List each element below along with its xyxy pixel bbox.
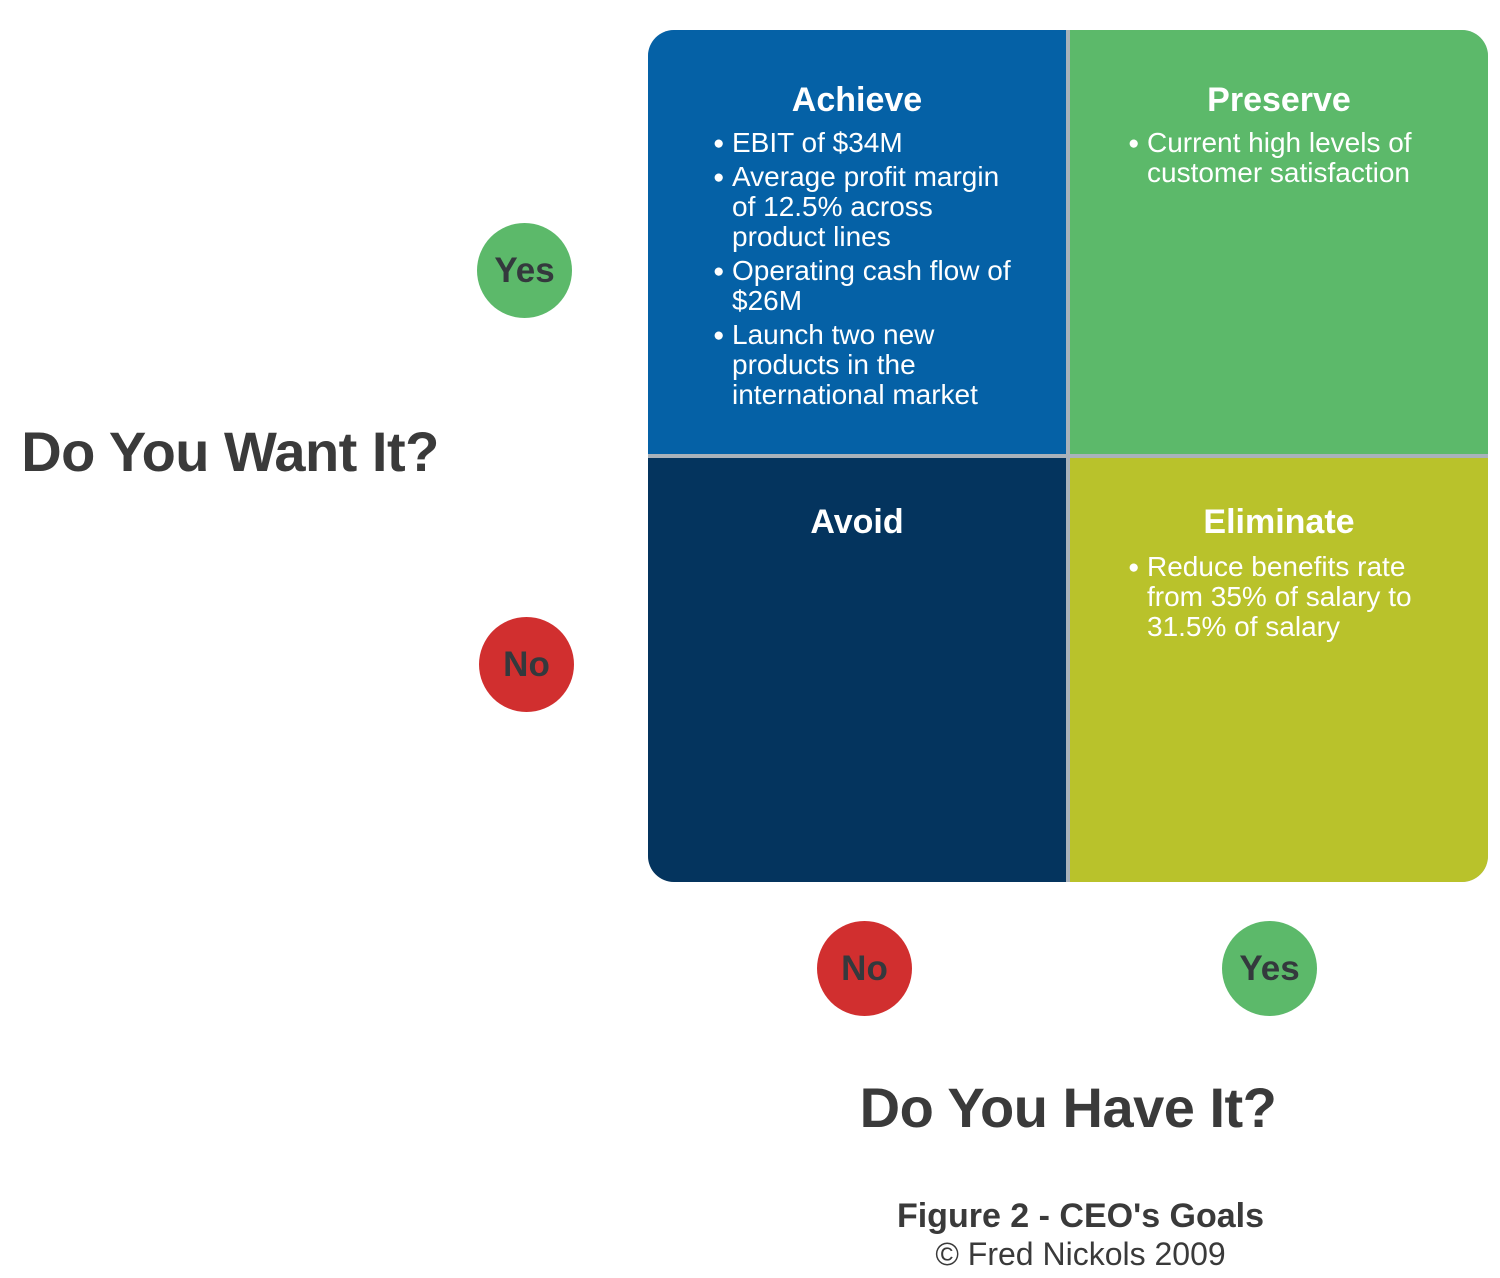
bullet-item: ● EBIT of $34M bbox=[713, 128, 1020, 158]
bullet-text: Launch two new products in the internati… bbox=[732, 319, 978, 410]
want-no-label: No bbox=[503, 644, 550, 684]
bullet-icon: ● bbox=[713, 325, 725, 346]
figure-caption: Figure 2 - CEO's Goals © Fred Nickols 20… bbox=[658, 1196, 1500, 1272]
bullet-item: ● Average profit margin of 12.5% across … bbox=[713, 162, 1020, 252]
bullet-text: EBIT of $34M bbox=[732, 127, 903, 158]
bullet-item: ● Launch two new products in the interna… bbox=[713, 320, 1020, 410]
have-no-badge: No bbox=[817, 921, 912, 1016]
quadrant-avoid-title: Avoid bbox=[810, 503, 904, 541]
quadrant-eliminate-title: Eliminate bbox=[1203, 503, 1355, 541]
caption-title: Figure 2 - CEO's Goals bbox=[896, 1197, 1265, 1235]
bullet-item: ● Operating cash flow of $26M bbox=[713, 256, 1020, 316]
want-axis-label: Do You Want It? bbox=[21, 420, 439, 483]
bullet-icon: ● bbox=[713, 133, 725, 154]
have-yes-badge: Yes bbox=[1222, 921, 1317, 1016]
quadrant-preserve: Preserve ● Current high levels of custom… bbox=[1070, 30, 1488, 454]
quadrant-preserve-bullets: ● Current high levels of customer satisf… bbox=[1070, 128, 1488, 188]
bullet-item: ● Reduce benefits rate from 35% of salar… bbox=[1128, 552, 1447, 642]
have-no-label: No bbox=[841, 948, 888, 988]
quadrant-eliminate: Eliminate ● Reduce benefits rate from 35… bbox=[1070, 458, 1488, 882]
bullet-item: ● Current high levels of customer satisf… bbox=[1128, 128, 1467, 188]
want-yes-label: Yes bbox=[494, 250, 555, 290]
bullet-text: Current high levels of customer satisfac… bbox=[1147, 127, 1412, 188]
have-axis-label: Do You Have It? bbox=[859, 1076, 1277, 1139]
bullet-text: Operating cash flow of $26M bbox=[732, 255, 1011, 316]
want-yes-badge: Yes bbox=[477, 223, 572, 318]
quadrant-preserve-title: Preserve bbox=[1207, 81, 1351, 119]
quadrant-achieve: Achieve ● EBIT of $34M ● Average profit … bbox=[648, 30, 1066, 454]
quadrant-eliminate-bullets: ● Reduce benefits rate from 35% of salar… bbox=[1070, 552, 1488, 642]
quadrant-achieve-bullets: ● EBIT of $34M ● Average profit margin o… bbox=[648, 128, 1066, 410]
bullet-icon: ● bbox=[1128, 133, 1140, 154]
bullet-icon: ● bbox=[1128, 557, 1140, 578]
bullet-text: Reduce benefits rate from 35% of salary … bbox=[1147, 551, 1412, 642]
caption-credit: © Fred Nickols 2009 bbox=[935, 1236, 1226, 1272]
quadrant-avoid: Avoid bbox=[648, 458, 1066, 882]
bullet-icon: ● bbox=[713, 261, 725, 282]
want-no-badge: No bbox=[479, 617, 574, 712]
quadrant-achieve-title: Achieve bbox=[791, 81, 923, 119]
have-yes-label: Yes bbox=[1239, 948, 1300, 988]
bullet-icon: ● bbox=[713, 167, 725, 188]
bullet-text: Average profit margin of 12.5% across pr… bbox=[732, 161, 1000, 252]
quadrant-matrix: Achieve ● EBIT of $34M ● Average profit … bbox=[648, 30, 1488, 882]
